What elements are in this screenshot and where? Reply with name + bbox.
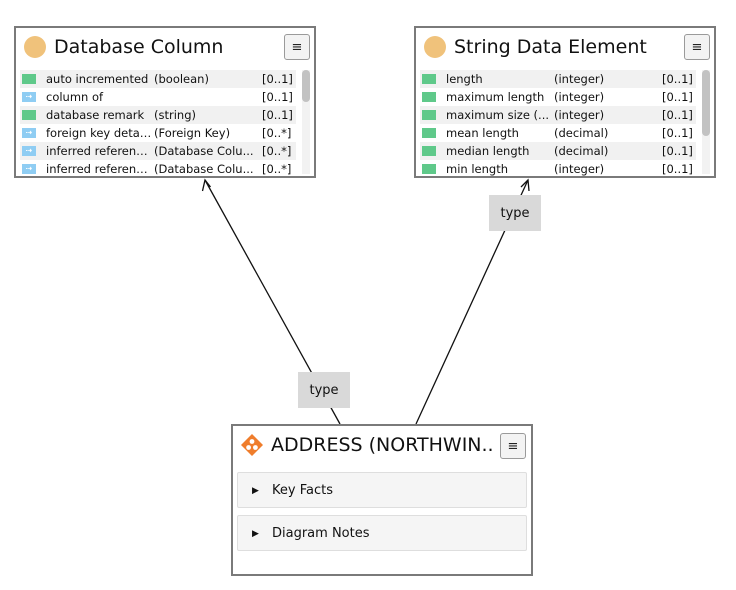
attribute-scrollbar[interactable] — [302, 70, 310, 174]
attribute-multiplicity: [0..1] — [662, 72, 693, 86]
edge-arrow-string-data-element — [520, 178, 530, 192]
attribute-icon — [422, 164, 436, 174]
attribute-icon — [22, 74, 36, 84]
card-header: String Data Element ≡ — [416, 28, 714, 68]
attribute-multiplicity: [0..*] — [262, 126, 292, 140]
entity-type-icon — [24, 36, 46, 58]
card-menu-button[interactable]: ≡ — [684, 34, 710, 60]
section-label: Key Facts — [272, 483, 333, 498]
attribute-type: (boolean) — [154, 72, 209, 86]
attribute-name: maximum size (... — [446, 108, 550, 122]
attribute-multiplicity: [0..1] — [662, 144, 693, 158]
attribute-row[interactable]: ⇢ inferred referenc... (Database Colu...… — [20, 160, 296, 176]
database-column-card[interactable]: Database Column ≡ auto incremented (bool… — [14, 26, 316, 178]
relationship-icon: ⇢ — [22, 146, 36, 156]
attribute-list[interactable]: auto incremented (boolean) [0..1] ⇢ colu… — [20, 70, 296, 176]
attribute-icon — [22, 110, 36, 120]
relationship-icon: ⇢ — [22, 92, 36, 102]
expand-caret-icon: ▶ — [252, 529, 259, 539]
attribute-row[interactable]: mean length (decimal) [0..1] — [420, 124, 696, 142]
asset-icon — [241, 434, 263, 456]
entity-type-icon — [424, 36, 446, 58]
attribute-row[interactable]: auto incremented (boolean) [0..1] — [20, 70, 296, 88]
attribute-name: maximum length — [446, 90, 545, 104]
attribute-type: (Foreign Key) — [154, 126, 231, 140]
edge-label-type[interactable]: type — [298, 372, 350, 408]
card-title: String Data Element — [454, 36, 647, 58]
attribute-multiplicity: [0..1] — [262, 108, 293, 122]
attribute-name: foreign key details — [46, 126, 152, 140]
card-title: Database Column — [54, 36, 224, 58]
edge-arrow-database-column — [201, 178, 212, 192]
attribute-multiplicity: [0..1] — [262, 72, 293, 86]
edge-label-type[interactable]: type — [489, 195, 541, 231]
attribute-name: min length — [446, 162, 508, 176]
attribute-row[interactable]: length (integer) [0..1] — [420, 70, 696, 88]
expand-caret-icon: ▶ — [252, 486, 259, 496]
attribute-row[interactable]: median length (decimal) [0..1] — [420, 142, 696, 160]
section-diagram-notes[interactable]: ▶ Diagram Notes — [237, 515, 527, 551]
address-card[interactable]: ADDRESS (NORTHWIN... ≡ ▶ Key Facts ▶ Dia… — [231, 424, 533, 576]
attribute-row[interactable]: ⇢ foreign key details (Foreign Key) [0..… — [20, 124, 296, 142]
attribute-name: inferred referenc... — [46, 144, 150, 158]
attribute-type: (Database Colu... — [154, 162, 254, 176]
attribute-row[interactable]: maximum size (... (integer) [0..1] — [420, 106, 696, 124]
attribute-type: (Database Colu... — [154, 144, 254, 158]
attribute-multiplicity: [0..1] — [262, 90, 293, 104]
attribute-type: (integer) — [554, 108, 605, 122]
section-key-facts[interactable]: ▶ Key Facts — [237, 472, 527, 508]
attribute-type: (string) — [154, 108, 196, 122]
attribute-icon — [422, 74, 436, 84]
card-title: ADDRESS (NORTHWIN... — [271, 434, 495, 456]
attribute-name: mean length — [446, 126, 519, 140]
attribute-multiplicity: [0..1] — [662, 162, 693, 176]
attribute-multiplicity: [0..*] — [262, 144, 292, 158]
attribute-list[interactable]: length (integer) [0..1] maximum length (… — [420, 70, 696, 176]
attribute-row[interactable]: ⇢ column of [0..1] — [20, 88, 296, 106]
attribute-icon — [422, 146, 436, 156]
attribute-type: (decimal) — [554, 144, 609, 158]
attribute-icon — [422, 92, 436, 102]
attribute-multiplicity: [0..1] — [662, 108, 693, 122]
attribute-name: inferred referenc... — [46, 162, 150, 176]
scroll-thumb[interactable] — [702, 70, 710, 136]
attribute-icon — [422, 128, 436, 138]
attribute-type: (integer) — [554, 72, 605, 86]
card-header: Database Column ≡ — [16, 28, 314, 68]
attribute-row[interactable]: ⇢ inferred referenc... (Database Colu...… — [20, 142, 296, 160]
attribute-row[interactable]: database remark (string) [0..1] — [20, 106, 296, 124]
attribute-name: length — [446, 72, 483, 86]
attribute-type: (integer) — [554, 90, 605, 104]
card-menu-button[interactable]: ≡ — [500, 433, 526, 459]
attribute-type: (integer) — [554, 162, 605, 176]
attribute-name: median length — [446, 144, 530, 158]
attribute-multiplicity: [0..1] — [662, 90, 693, 104]
attribute-name: column of — [46, 90, 104, 104]
string-data-element-card[interactable]: String Data Element ≡ length (integer) [… — [414, 26, 716, 178]
attribute-row[interactable]: maximum length (integer) [0..1] — [420, 88, 696, 106]
attribute-name: database remark — [46, 108, 145, 122]
section-label: Diagram Notes — [272, 526, 370, 541]
attribute-scrollbar[interactable] — [702, 70, 710, 174]
attribute-multiplicity: [0..*] — [262, 162, 292, 176]
relationship-icon: ⇢ — [22, 164, 36, 174]
card-menu-button[interactable]: ≡ — [284, 34, 310, 60]
attribute-icon — [422, 110, 436, 120]
attribute-row[interactable]: min length (integer) [0..1] — [420, 160, 696, 176]
relationship-icon: ⇢ — [22, 128, 36, 138]
card-header: ADDRESS (NORTHWIN... ≡ — [233, 426, 531, 466]
scroll-thumb[interactable] — [302, 70, 310, 102]
attribute-multiplicity: [0..1] — [662, 126, 693, 140]
attribute-type: (decimal) — [554, 126, 609, 140]
attribute-name: auto incremented — [46, 72, 149, 86]
